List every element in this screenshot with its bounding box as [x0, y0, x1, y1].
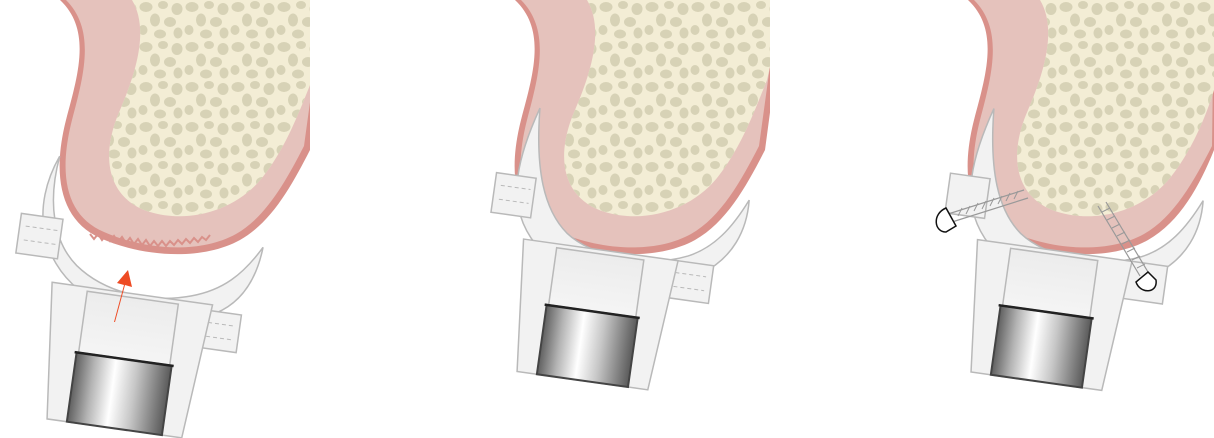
- trabecular-bone: [564, 0, 785, 216]
- panel-guide-seating: [0, 0, 330, 438]
- guide-left-flange: [491, 173, 536, 218]
- drill-sleeve: [537, 305, 638, 387]
- jaw-cross-section: [60, 0, 330, 254]
- guide-left-flange: [16, 213, 63, 258]
- trabecular-bone: [109, 0, 330, 216]
- drill-sleeve: [991, 305, 1092, 387]
- panel-guide-seated: [470, 0, 785, 400]
- panel-guide-fixed: [924, 0, 1214, 401]
